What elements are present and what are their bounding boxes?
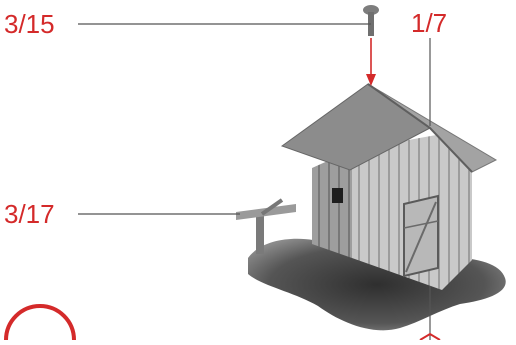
shed-window — [332, 188, 343, 203]
callout-roof-pin: 3/15 — [4, 11, 55, 37]
pin-icon — [363, 5, 379, 36]
callout-fence-post: 3/17 — [4, 201, 55, 227]
callout-roof-edge: 1/7 — [411, 10, 447, 36]
circle-marker — [6, 306, 74, 340]
